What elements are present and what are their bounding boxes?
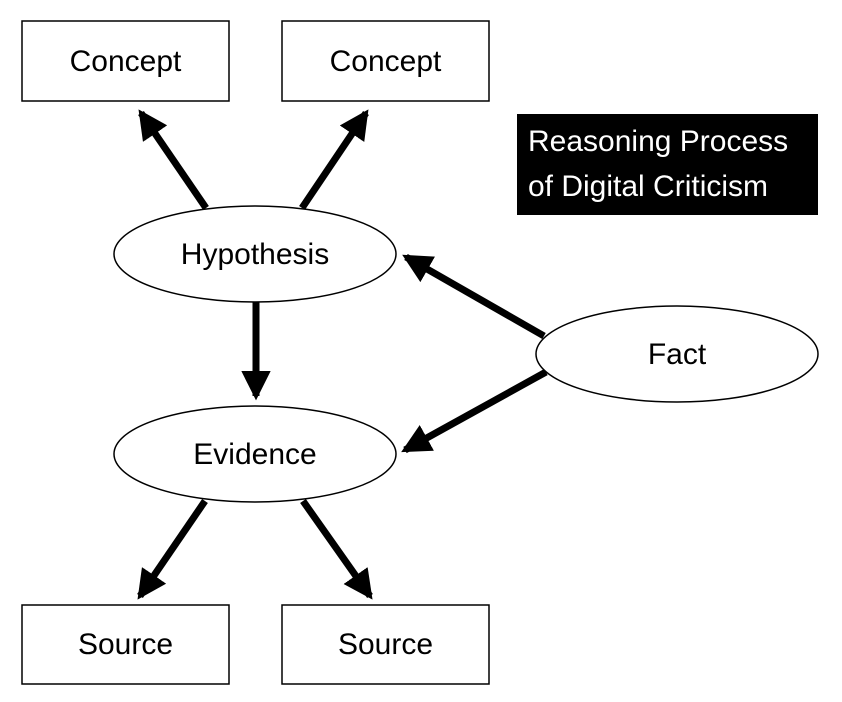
hypothesis-node: Hypothesis xyxy=(113,205,397,303)
source-node-right: Source xyxy=(281,604,490,685)
edge-hypothesis-to-concept-left xyxy=(138,109,209,210)
edge-fact-to-evidence xyxy=(401,368,548,454)
source-left-label: Source xyxy=(78,628,173,661)
title-line-1: Reasoning Process xyxy=(528,125,788,158)
edge-hypothesis-to-concept-right xyxy=(299,109,369,210)
source-right-label: Source xyxy=(338,628,433,661)
title-line-2: of Digital Criticism xyxy=(528,170,768,203)
fact-label: Fact xyxy=(648,338,707,371)
concept-left-label: Concept xyxy=(70,45,182,78)
hypothesis-label: Hypothesis xyxy=(181,238,329,271)
source-node-left: Source xyxy=(21,604,230,685)
fact-node: Fact xyxy=(535,305,819,403)
concept-node-left: Concept xyxy=(21,20,230,102)
edge-fact-to-hypothesis xyxy=(402,253,546,340)
edge-evidence-to-source-left xyxy=(137,499,208,600)
concept-right-label: Concept xyxy=(330,45,442,78)
evidence-node: Evidence xyxy=(113,405,397,503)
evidence-label: Evidence xyxy=(193,438,316,471)
edge-evidence-to-source-right xyxy=(300,498,373,600)
edges-group xyxy=(137,109,548,600)
concept-node-right: Concept xyxy=(281,20,490,102)
diagram-title: Reasoning Process of Digital Criticism xyxy=(517,114,818,215)
